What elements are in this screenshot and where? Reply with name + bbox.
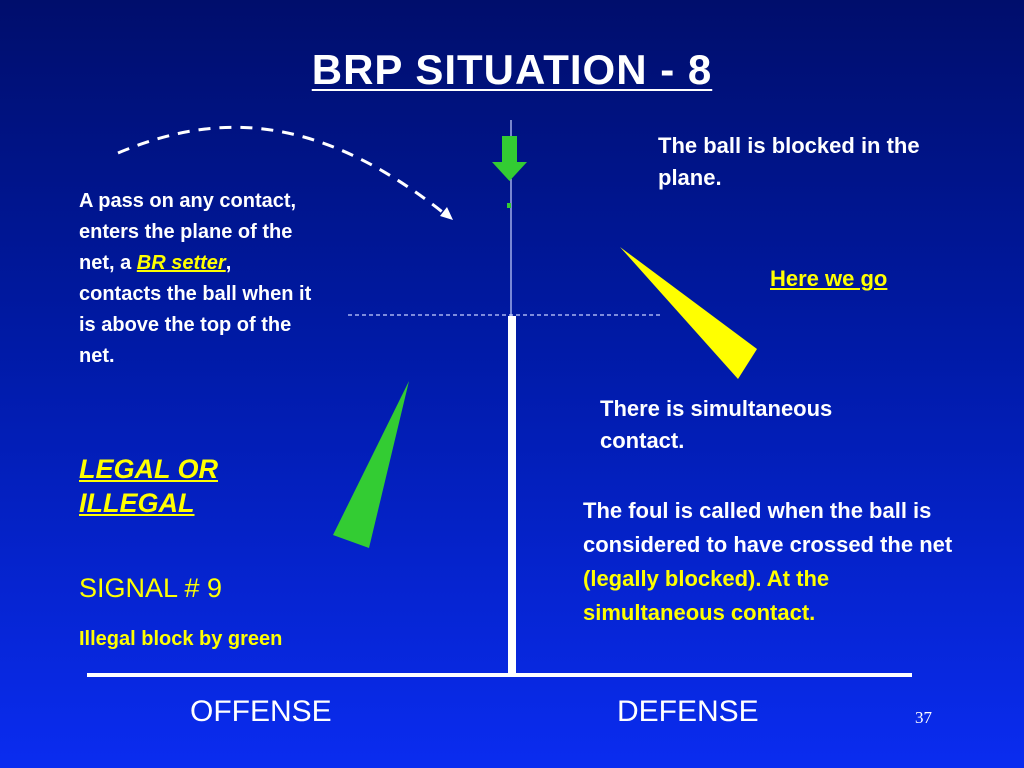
slide-title: BRP SITUATION - 8 xyxy=(311,46,713,93)
foul-explanation: The foul is called when the ball is cons… xyxy=(583,494,963,630)
foul-part2: (legally blocked). At the simultaneous c… xyxy=(583,566,830,625)
offense-player-wedge xyxy=(333,381,409,548)
defense-player-wedge xyxy=(620,247,757,379)
description-part2: , contacts the ball when it is above the… xyxy=(79,252,312,367)
situation-description: A pass on any contact, enters the plane … xyxy=(79,186,319,372)
defense-label: DEFENSE xyxy=(617,695,759,728)
description-part1: A pass on any contact, enters the plane … xyxy=(79,190,297,274)
down-arrow-icon xyxy=(492,136,527,181)
ball-contact-dot xyxy=(507,203,511,208)
blocked-text: The ball is blocked in the plane. xyxy=(658,133,920,190)
ball-path-arrowhead xyxy=(440,207,453,220)
br-setter-link[interactable]: BR setter xyxy=(136,252,226,274)
here-we-go-link[interactable]: Here we go xyxy=(770,266,888,291)
question-text: LEGAL OR ILLEGAL xyxy=(79,454,219,518)
offense-label: OFFENSE xyxy=(190,695,332,728)
page-number: 37 xyxy=(915,708,932,727)
foul-part1: The foul is called when the ball is cons… xyxy=(583,498,953,557)
signal-description: Illegal block by green xyxy=(79,628,283,650)
ball-path-arc xyxy=(117,125,446,216)
signal-number: SIGNAL # 9 xyxy=(79,573,223,603)
simultaneous-text: There is simultaneous contact. xyxy=(600,396,833,453)
legal-illegal-question: LEGAL OR ILLEGAL xyxy=(79,452,339,520)
